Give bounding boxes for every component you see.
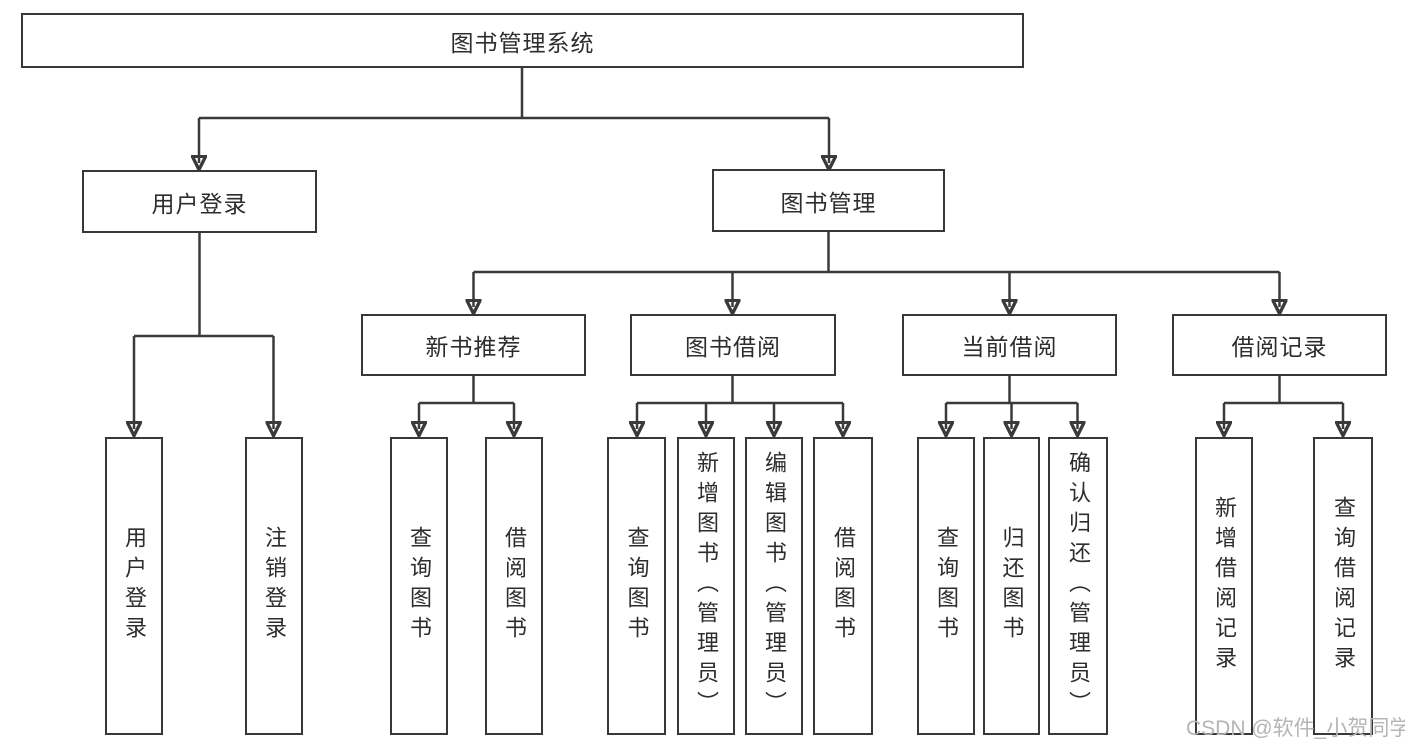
node-label: 借阅图书 — [831, 526, 856, 646]
node-label: 查询借阅记录 — [1331, 496, 1356, 676]
leaf-query-borrow-record: 查询借阅记录 — [1313, 437, 1373, 735]
node-label: 用户登录 — [122, 526, 147, 646]
leaf-borrow-books-borrowing: 借阅图书 — [813, 437, 873, 735]
node-label: 确认归还（管理员） — [1066, 451, 1091, 721]
leaf-logout: 注销登录 — [245, 437, 303, 735]
node-label: 借阅图书 — [502, 526, 527, 646]
node-label: 图书借阅 — [685, 334, 781, 360]
node-label: 查询图书 — [624, 526, 650, 646]
node-label: 图书管理系统 — [450, 29, 595, 56]
node-library-management-system: 图书管理系统 — [21, 13, 1024, 68]
node-label: 新书推荐 — [425, 334, 522, 360]
leaf-user-login: 用户登录 — [105, 437, 163, 735]
node-label: 查询图书 — [934, 526, 959, 646]
node-label: 图书管理 — [780, 189, 877, 216]
node-borrowing-records: 借阅记录 — [1172, 314, 1387, 376]
leaf-borrow-books-recommend: 借阅图书 — [485, 437, 543, 735]
node-label: 编辑图书（管理员） — [762, 451, 787, 721]
leaf-confirm-return-admin: 确认归还（管理员） — [1048, 437, 1108, 735]
node-current-borrowing: 当前借阅 — [902, 314, 1117, 376]
node-label: 借阅记录 — [1231, 334, 1328, 360]
node-label: 归还图书 — [999, 526, 1025, 646]
node-label: 新增借阅记录 — [1212, 496, 1237, 676]
node-book-borrowing: 图书借阅 — [630, 314, 836, 376]
leaf-return-books: 归还图书 — [983, 437, 1040, 735]
leaf-query-books-current: 查询图书 — [917, 437, 975, 735]
node-label: 查询图书 — [407, 526, 432, 646]
leaf-query-books-borrowing: 查询图书 — [607, 437, 666, 735]
csdn-watermark: CSDN @软件_小贺同学 — [1186, 717, 1405, 740]
leaf-add-book-admin: 新增图书（管理员） — [677, 437, 735, 735]
node-label: 新增图书（管理员） — [694, 451, 719, 721]
node-new-book-recommendation: 新书推荐 — [361, 314, 586, 376]
node-label: 注销登录 — [262, 526, 287, 646]
leaf-edit-book-admin: 编辑图书（管理员） — [745, 437, 803, 735]
node-label: 当前借阅 — [961, 334, 1058, 360]
node-book-management: 图书管理 — [712, 169, 945, 232]
leaf-query-books-recommend: 查询图书 — [390, 437, 448, 735]
leaf-add-borrow-record: 新增借阅记录 — [1195, 437, 1253, 735]
node-user-login: 用户登录 — [82, 170, 317, 233]
node-label: 用户登录 — [151, 190, 248, 217]
